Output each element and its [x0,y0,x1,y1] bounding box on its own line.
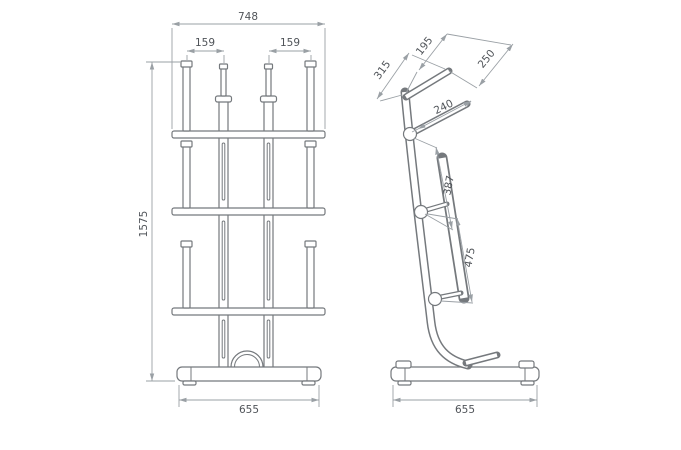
side-top-peg-inner [404,69,451,99]
extension-line [427,213,459,220]
front-shelf-top [171,130,326,139]
front-peg-cap [304,140,317,148]
front-view-dimensions: 748 159 159 1575 [138,11,326,416]
front-top-rod-left [220,67,227,97]
front-peg [182,245,191,309]
extension-line [466,100,472,107]
extension-line [405,71,418,94]
front-post-slot [266,220,271,301]
side-joint-middle [413,204,429,220]
front-view-object [171,60,326,386]
dim-label-overall-height: 1575 [138,211,150,238]
front-post-left-cap [214,95,233,103]
front-shelf-middle [171,207,326,216]
front-base-foot [182,380,197,386]
front-peg-cap [180,240,193,248]
front-cradle-arc-outer [230,350,264,368]
dim-label-rail-upper: 387 [441,174,457,196]
dim-label-top-peg: 315 [372,59,393,82]
side-joint-top [402,126,418,142]
front-top-rod-right [265,67,272,97]
front-view: 748 159 159 1575 [138,11,326,416]
dim-line [435,146,453,230]
dim-line [376,52,410,100]
front-base [176,366,322,382]
side-base-bump [395,360,412,369]
front-post-right [263,100,274,370]
side-base-foot [520,380,535,386]
front-post-slot [266,319,271,359]
front-peg-cap [180,60,193,68]
dim-line [456,217,473,303]
front-peg [306,145,315,209]
front-shelf-bottom [171,307,326,316]
side-joint-bottom [427,291,443,307]
side-base-bump [518,360,535,369]
dim-label-base-depth: 655 [455,404,475,416]
front-post-slot [221,142,226,201]
front-top-rod-left-cap [218,63,229,70]
front-peg-cap [304,240,317,248]
dim-label-top-offset-a: 195 [414,35,436,58]
front-peg [306,65,315,132]
front-post-slot [221,220,226,301]
side-base-foot [397,380,412,386]
front-top-rod-right-cap [263,63,274,70]
front-post-left [218,100,229,370]
front-peg [182,65,191,132]
front-peg-cap [304,60,317,68]
side-bottom-bracket-inner [465,353,498,365]
front-peg [306,245,315,309]
dim-label-spacing-left: 159 [195,37,215,49]
dim-line [478,43,514,87]
extension-line [379,94,403,102]
extension-line [440,300,474,304]
front-peg [182,145,191,209]
dim-label-spacing-right: 159 [280,37,300,49]
front-peg-cap [180,140,193,148]
front-post-slot [266,142,271,201]
extension-line [448,70,478,89]
dim-line [418,33,448,71]
side-view: 315 195 250 240 387 [372,33,540,416]
front-cradle-arc-inner [234,354,260,368]
side-main-post-inner [402,91,469,368]
extension-line [413,137,438,149]
front-post-right-cap [259,95,278,103]
front-base-foot [301,380,316,386]
side-view-object [390,67,540,386]
extension-line [424,213,454,231]
front-post-slot [221,319,226,359]
dim-label-rail-lower: 475 [462,247,477,269]
extension-line [446,33,512,46]
dim-label-base-width: 655 [239,404,259,416]
dim-line [417,100,472,130]
dim-label-overall-width: 748 [238,11,258,23]
extension-line [411,128,419,133]
side-base [390,366,540,382]
